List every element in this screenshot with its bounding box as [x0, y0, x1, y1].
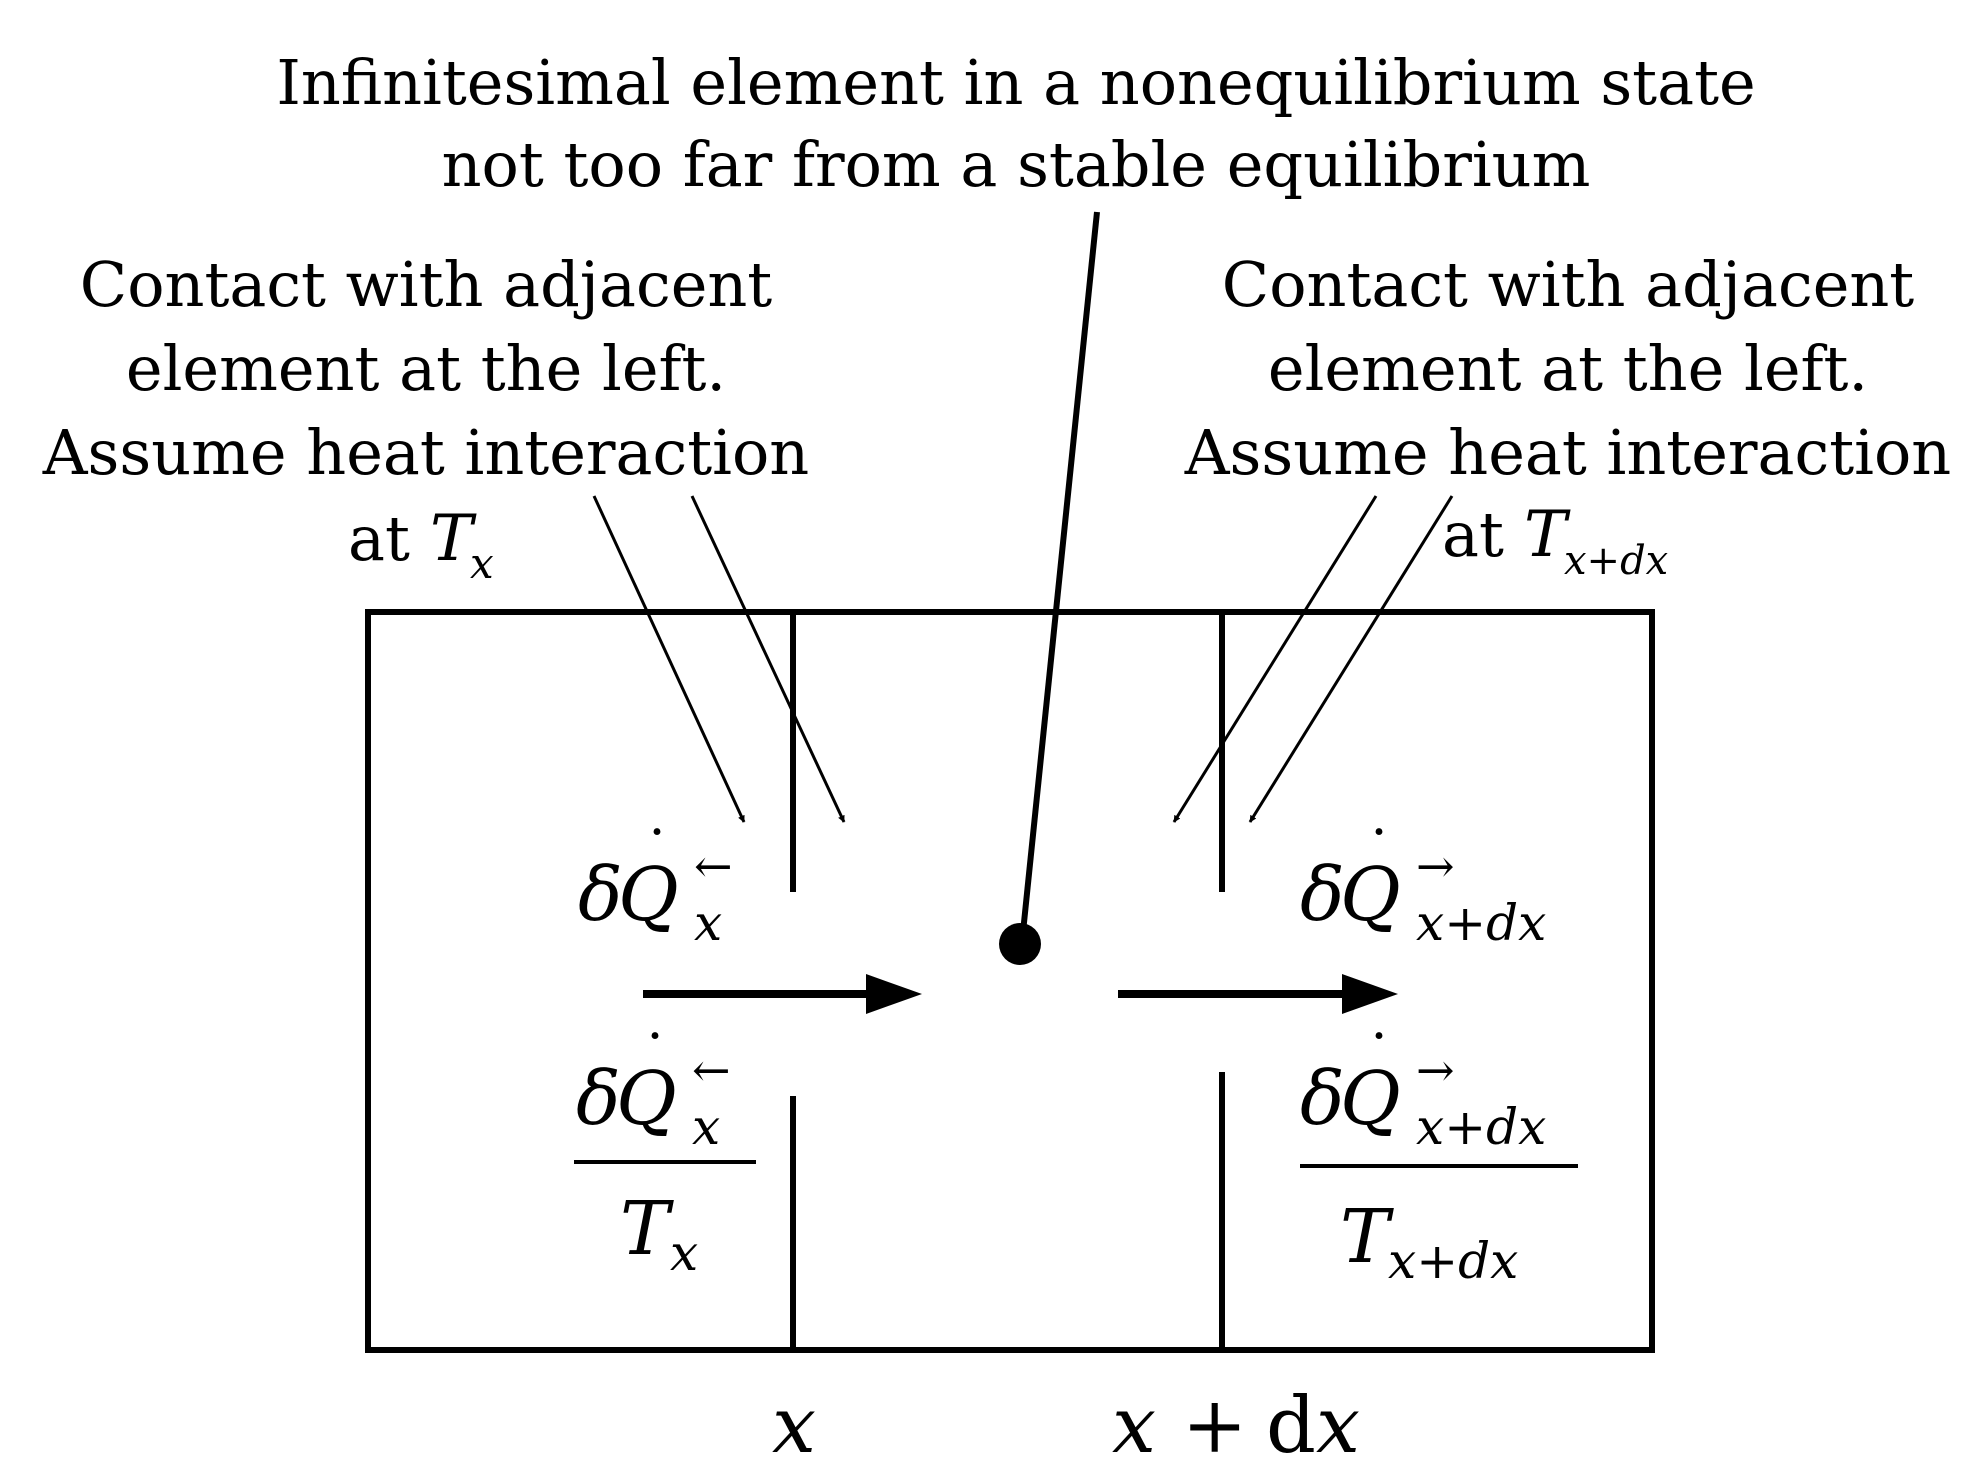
right-entropy-subscript: x+dx	[1416, 1098, 1546, 1156]
right-position-d: d	[1266, 1381, 1316, 1471]
element-point-marker	[999, 923, 1041, 965]
diagram-title-line2: not too far from a stable equilibrium	[442, 128, 1591, 201]
right-pointer-arrow-2	[1248, 495, 1454, 823]
element-outer-box	[365, 609, 1655, 1353]
left-annotation-line4: at T x	[348, 502, 494, 588]
left-entropy-denominator-subscript: x	[670, 1224, 698, 1282]
right-entropy-denominator-subscript: x+dx	[1388, 1232, 1518, 1290]
right-entropy-dot: ˙	[1364, 1023, 1394, 1093]
right-entropy-delta: δ	[1300, 1056, 1345, 1142]
left-entropy-dot: ˙	[640, 1023, 670, 1093]
right-annotation-line1: Contact with adjacent	[1222, 248, 1915, 321]
right-position-var: x	[1112, 1381, 1156, 1471]
right-heat-direction-arrow: →	[1416, 839, 1455, 893]
right-heat-dot: ˙	[1364, 819, 1394, 889]
title-leader-line	[1019, 211, 1100, 943]
right-boundary-position-label: x + d x	[1112, 1381, 1360, 1471]
right-temperature-subscript: x+dx	[1564, 538, 1668, 584]
left-annotation-line3: Assume heat interaction	[42, 416, 809, 489]
right-pointer-arrow-1	[1172, 495, 1378, 823]
right-annotation-line3: Assume heat interaction	[1184, 416, 1951, 489]
right-entropy-direction-arrow: →	[1416, 1043, 1455, 1097]
left-annotation-line2: element at the left.	[126, 332, 726, 405]
right-position-x: x	[1316, 1381, 1360, 1471]
left-pointer-arrow-1	[592, 495, 746, 823]
left-heat-q: Q	[618, 852, 679, 938]
left-boundary-position-label: x	[772, 1381, 816, 1471]
left-heat-flow-arrow	[643, 974, 922, 1014]
right-annotation-line2: element at the left.	[1268, 332, 1868, 405]
left-pointer-arrow-2	[690, 495, 846, 823]
right-entropy-denominator-symbol: T	[1340, 1194, 1394, 1280]
left-temperature-subscript: x	[470, 539, 494, 588]
right-heat-subscript: x+dx	[1416, 894, 1546, 952]
left-entropy-direction-arrow: ←	[692, 1043, 731, 1097]
left-entropy-subscript: x	[692, 1098, 720, 1156]
left-heat-delta: δ	[578, 852, 623, 938]
diagram-title-line1: Infinitesimal element in a nonequilibriu…	[276, 46, 1755, 119]
right-heat-rate-label: δ Q ˙ → x+dx	[1300, 819, 1546, 952]
left-entropy-denominator-symbol: T	[620, 1186, 674, 1272]
left-temperature-symbol: T	[430, 502, 477, 576]
left-heat-rate-label: δ Q ˙ ← x	[578, 819, 733, 952]
right-temperature-symbol: T	[1524, 498, 1571, 572]
right-annotation-line4: at T x+dx	[1442, 498, 1668, 584]
left-entropy-delta: δ	[576, 1056, 621, 1142]
left-heat-dot: ˙	[642, 819, 672, 889]
left-heat-direction-arrow: ←	[694, 839, 733, 893]
left-annotation-line1: Contact with adjacent	[80, 248, 773, 321]
right-position-plus: +	[1182, 1381, 1247, 1471]
right-entropy-q: Q	[1340, 1056, 1401, 1142]
right-annotation-at-label: at	[1442, 498, 1504, 571]
right-entropy-flux-fraction: δ Q ˙ → x+dx T x+dx	[1300, 1023, 1578, 1290]
left-heat-subscript: x	[694, 894, 722, 952]
right-heat-delta: δ	[1300, 852, 1345, 938]
left-entropy-q: Q	[616, 1056, 677, 1142]
right-heat-flow-arrow	[1118, 974, 1398, 1014]
left-entropy-flux-fraction: δ Q ˙ ← x T x	[574, 1023, 756, 1282]
right-heat-q: Q	[1340, 852, 1401, 938]
left-annotation-at-label: at	[348, 502, 410, 575]
